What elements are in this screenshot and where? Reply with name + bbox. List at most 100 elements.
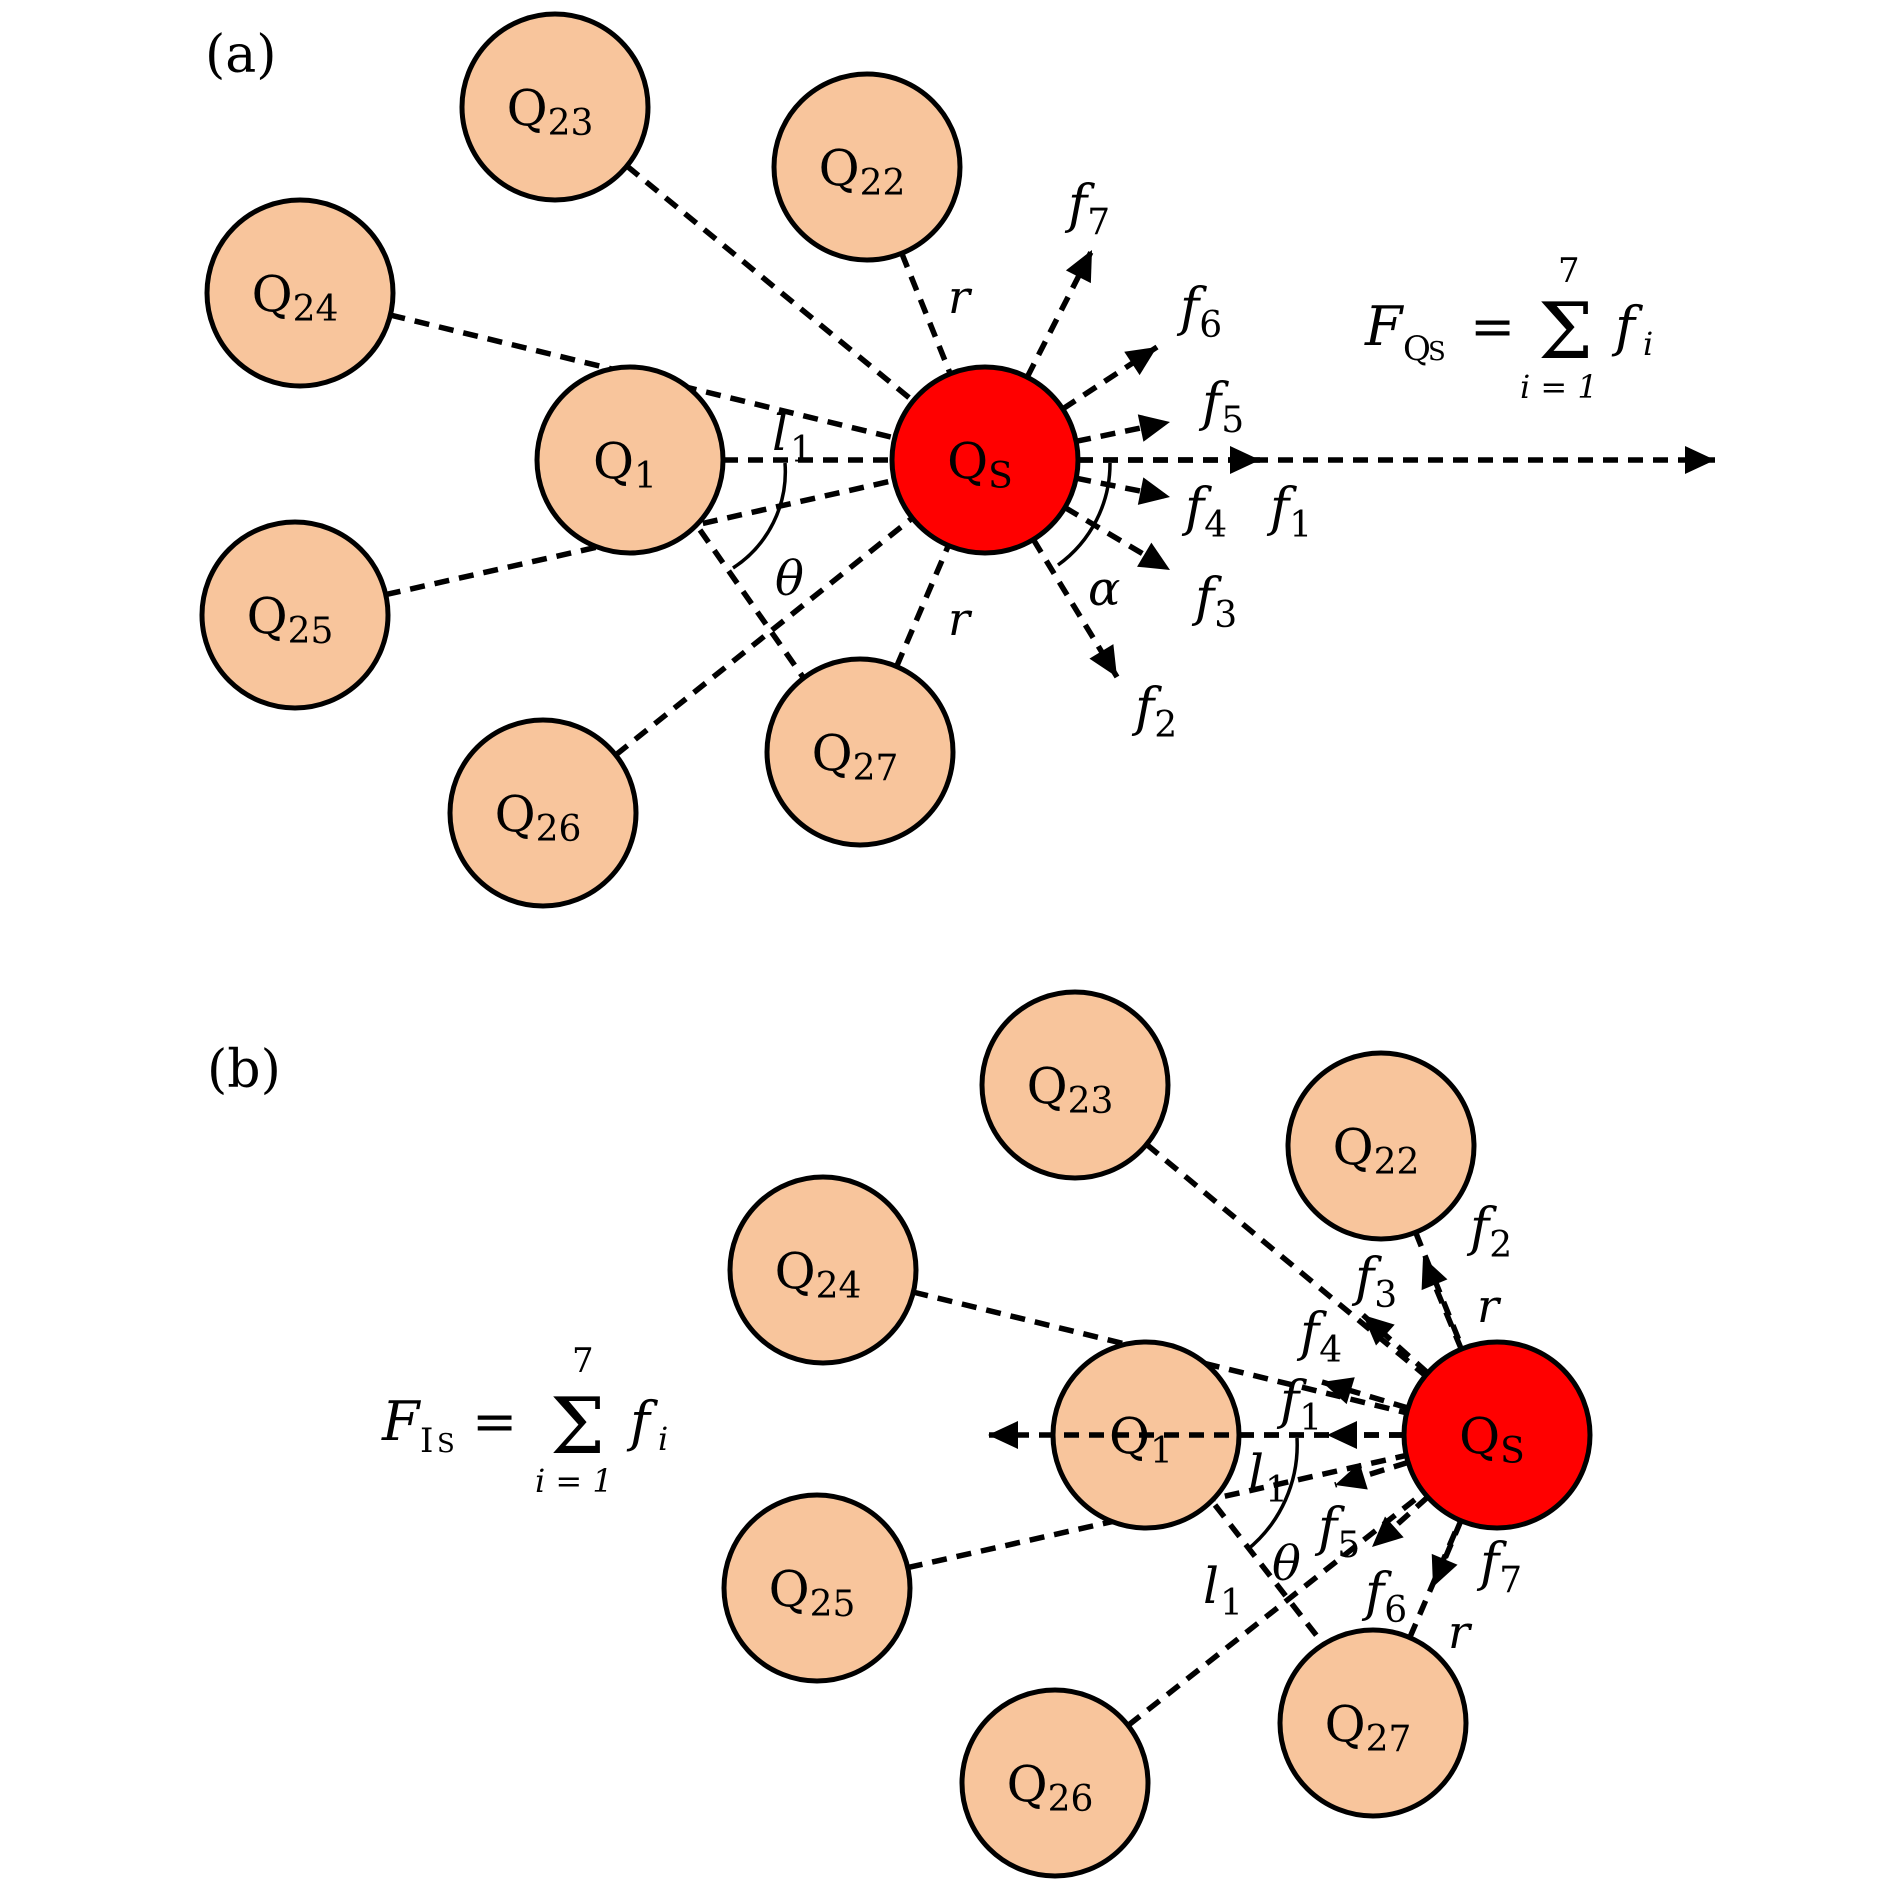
force-arrow-f5-head xyxy=(1335,1462,1368,1490)
particle-q26-label: Q26 xyxy=(1007,1755,1094,1820)
force-label-f6: f6 xyxy=(1361,1563,1407,1631)
force-arrow-f6-head xyxy=(1372,1516,1404,1547)
panel-label-b: (b) xyxy=(207,1040,281,1100)
angle-label-alpha: α xyxy=(1088,561,1120,617)
svg-text:i: i xyxy=(1643,325,1653,363)
distance-label-l1-upper: l 1 xyxy=(1248,1444,1288,1511)
force-arrow-f5-head xyxy=(1137,414,1170,442)
force-arrow-f7-head xyxy=(1065,250,1092,284)
distance-label-r-bottom: r xyxy=(948,592,973,646)
force-arrow-f6-head xyxy=(1124,347,1157,376)
svg-text:7: 7 xyxy=(1558,251,1580,291)
theta-arc xyxy=(732,462,788,570)
svg-text:l: l xyxy=(772,404,788,462)
line-q22-qs xyxy=(899,252,953,375)
particle-q25: Q25 xyxy=(199,519,391,711)
resultant-arrow-head xyxy=(1685,446,1715,474)
force-arrow-f3-head xyxy=(1363,1315,1395,1346)
force-arrow-f4-head xyxy=(1137,477,1170,505)
line-q1-q27 xyxy=(697,528,808,682)
force-arrow-f2-head xyxy=(1089,644,1117,677)
particle-q25-circle xyxy=(199,519,391,711)
distance-label-r-top: r xyxy=(1477,1279,1502,1333)
distance-label-l1-lower: l 1 xyxy=(1203,1557,1243,1624)
force-label-f1: f1 xyxy=(1276,1371,1322,1439)
force-arrow-f3 xyxy=(1361,1312,1430,1376)
particle-q1: Q1 xyxy=(1050,1339,1242,1531)
force-arrow-f4-head xyxy=(1322,1377,1355,1405)
svg-text:l: l xyxy=(1203,1557,1219,1615)
particle-qs-circle xyxy=(889,364,1081,556)
panel-label-a: (a) xyxy=(205,25,277,85)
particle-q22-circle xyxy=(771,71,963,263)
svg-text:=: = xyxy=(1470,295,1515,358)
particle-q22: Q22 xyxy=(1285,1050,1477,1242)
svg-text:i = 1: i = 1 xyxy=(535,1462,613,1500)
force-label-f2: f2 xyxy=(1466,1198,1512,1266)
particle-q22: Q22 xyxy=(771,71,963,263)
particle-q26: Q26 xyxy=(447,717,639,909)
force-arrows xyxy=(988,1255,1464,1589)
angle-label-theta: θ xyxy=(775,551,804,607)
svg-text:F: F xyxy=(1364,295,1405,358)
svg-text:1: 1 xyxy=(1265,1470,1288,1511)
distance-label-r-top: r xyxy=(948,270,973,324)
svg-text:1: 1 xyxy=(790,430,813,471)
distance-label-l1: l 1 xyxy=(772,404,813,471)
resultant-arrow-head xyxy=(988,1421,1018,1449)
svg-text:F: F xyxy=(381,1390,422,1453)
svg-text:f: f xyxy=(626,1390,658,1453)
particle-q23-circle xyxy=(979,989,1171,1181)
particle-q27-label: Q27 xyxy=(1325,1695,1412,1760)
particle-q26-circle xyxy=(447,717,639,909)
force-arrow-f1-head xyxy=(1327,1421,1357,1449)
force-arrow-f2-head xyxy=(1421,1257,1448,1291)
particle-q26-circle xyxy=(959,1687,1151,1879)
line-q26-qs xyxy=(613,515,915,758)
particle-q27: Q27 xyxy=(764,656,956,848)
particle-qs: QS xyxy=(1401,1339,1593,1531)
svg-text:i = 1: i = 1 xyxy=(1520,368,1598,406)
alpha-arc xyxy=(1056,462,1112,567)
force-label-f4: f4 xyxy=(1296,1303,1342,1371)
particle-q1-circle xyxy=(534,364,726,556)
force-label-f5: f5 xyxy=(1314,1498,1360,1566)
svg-text:S: S xyxy=(1428,337,1446,367)
svg-text:1: 1 xyxy=(1220,1583,1243,1624)
force-label-f4: f4 xyxy=(1181,478,1227,546)
particle-q24-circle xyxy=(204,197,396,389)
svg-text:f: f xyxy=(1611,295,1643,358)
force-arrow-f3-head xyxy=(1137,542,1170,570)
svg-text:Σ: Σ xyxy=(550,1382,605,1472)
force-label-f3: f3 xyxy=(1191,568,1237,636)
particle-q22-circle xyxy=(1285,1050,1477,1242)
angle-label-theta: θ xyxy=(1272,1536,1301,1592)
svg-text:7: 7 xyxy=(572,1341,594,1381)
particle-q27-circle xyxy=(1277,1627,1469,1819)
particle-q27: Q27 xyxy=(1277,1627,1469,1819)
force-label-f7: f7 xyxy=(1064,175,1110,243)
particle-q23-label: Q23 xyxy=(507,79,594,144)
particle-q24: Q24 xyxy=(204,197,396,389)
theta-arc xyxy=(1245,1437,1299,1552)
force-label-f3: f3 xyxy=(1351,1248,1397,1316)
particle-q23: Q23 xyxy=(979,989,1171,1181)
force-label-f2: f2 xyxy=(1131,678,1177,746)
force-arrow-f1-head xyxy=(1230,446,1260,474)
force-arrow-f6 xyxy=(1061,344,1159,412)
line-q1-q27 xyxy=(1212,1503,1323,1642)
particle-q24-circle xyxy=(727,1174,919,1366)
formula-F-Is: F I S = Σ 7 i = 1 f i xyxy=(381,1341,668,1500)
particle-q27-circle xyxy=(764,656,956,848)
formula-F-Qs: F Q S = Σ 7 i = 1 f i xyxy=(1364,251,1653,406)
particle-q26: Q26 xyxy=(959,1687,1151,1879)
force-label-f1: f1 xyxy=(1266,478,1312,546)
force-label-f7: f7 xyxy=(1476,1533,1522,1601)
particle-q23-circle xyxy=(459,11,651,203)
force-arrow-f7-head xyxy=(1431,1553,1458,1587)
